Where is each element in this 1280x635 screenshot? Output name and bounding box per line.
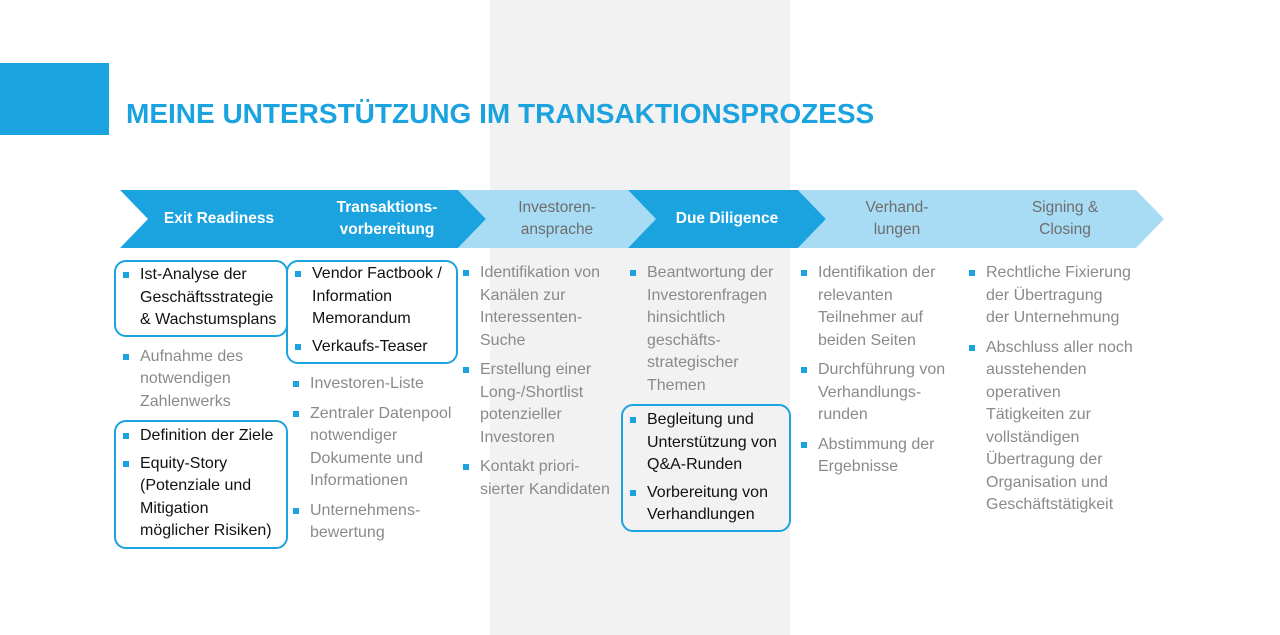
highlight-group: Begleitung und Unterstützung von Q&A-Run… xyxy=(621,404,791,532)
list-item: Rechtliche Fixierung der Übertragung der… xyxy=(962,262,1142,330)
list-item: Kontakt priori- sierter Kandidaten xyxy=(456,456,626,501)
column-verhandlungen: Identifikation der relevanten Teilnehmer… xyxy=(794,262,964,486)
list-item: Identifikation von Kanälen zur Interesse… xyxy=(456,262,626,352)
list-item: Identifikation der relevanten Teilnehmer… xyxy=(794,262,964,352)
process-step: Exit Readiness xyxy=(120,190,318,248)
list-item: Erstellung einer Long-/Shortlist potenzi… xyxy=(456,359,626,449)
process-step: Investoren- ansprache xyxy=(458,190,656,248)
process-step: Due Diligence xyxy=(628,190,826,248)
list-item: Vendor Factbook / Information Memorandum xyxy=(288,263,456,331)
process-step: Signing & Closing xyxy=(966,190,1164,248)
list-item: Durchführung von Verhandlungs- runden xyxy=(794,359,964,427)
page-title: MEINE UNTERSTÜTZUNG IM TRANSAKTIONSPROZE… xyxy=(126,98,875,129)
process-step-label: Exit Readiness xyxy=(163,210,275,227)
process-step-label: Transaktions- vorbereitung xyxy=(336,199,438,238)
process-step: Verhand- lungen xyxy=(798,190,996,248)
list-item: Equity-Story (Potenziale und Mitigation … xyxy=(116,453,286,543)
list-item: Ist-Analyse der Geschäftsstrategie & Wac… xyxy=(116,264,286,332)
list-item: Begleitung und Unterstützung von Q&A-Run… xyxy=(623,409,789,477)
column-signing-closing: Rechtliche Fixierung der Übertragung der… xyxy=(962,262,1142,524)
list-item: Vorbereitung von Verhandlungen xyxy=(623,482,789,527)
column-exit-readiness: Ist-Analyse der Geschäftsstrategie & Wac… xyxy=(114,260,288,558)
accent-block xyxy=(0,63,109,135)
list-item: Definition der Ziele xyxy=(116,425,286,448)
column-transaktionsvorbereitung: Vendor Factbook / Information Memorandum… xyxy=(286,260,458,552)
list-item: Investoren-Liste xyxy=(286,373,458,396)
highlight-group: Vendor Factbook / Information Memorandum… xyxy=(286,260,458,364)
process-step-label: Signing & Closing xyxy=(1031,199,1099,238)
list-item: Unternehmens- bewertung xyxy=(286,500,458,545)
column-investorenansprache: Identifikation von Kanälen zur Interesse… xyxy=(456,262,626,508)
list-item: Verkaufs-Teaser xyxy=(288,336,456,359)
list-item: Abstimmung der Ergebnisse xyxy=(794,434,964,479)
list-item: Zentraler Datenpool notwendiger Dokument… xyxy=(286,403,458,493)
highlight-group: Ist-Analyse der Geschäftsstrategie & Wac… xyxy=(114,260,288,337)
list-item: Beantwortung der Investorenfragen hinsic… xyxy=(623,262,791,397)
process-step-label: Investoren- ansprache xyxy=(518,199,596,238)
process-step-label: Verhand- lungen xyxy=(865,199,929,238)
column-due-diligence: Beantwortung der Investorenfragen hinsic… xyxy=(621,262,791,541)
process-step-label: Due Diligence xyxy=(675,210,779,227)
list-item: Abschluss aller noch ausstehenden operat… xyxy=(962,337,1142,517)
list-item: Aufnahme des notwendigen Zahlenwerks xyxy=(116,346,286,414)
process-step: Transaktions- vorbereitung xyxy=(288,190,486,248)
highlight-group: Definition der Ziele Equity-Story (Poten… xyxy=(114,420,288,549)
highlight-band xyxy=(490,0,790,635)
